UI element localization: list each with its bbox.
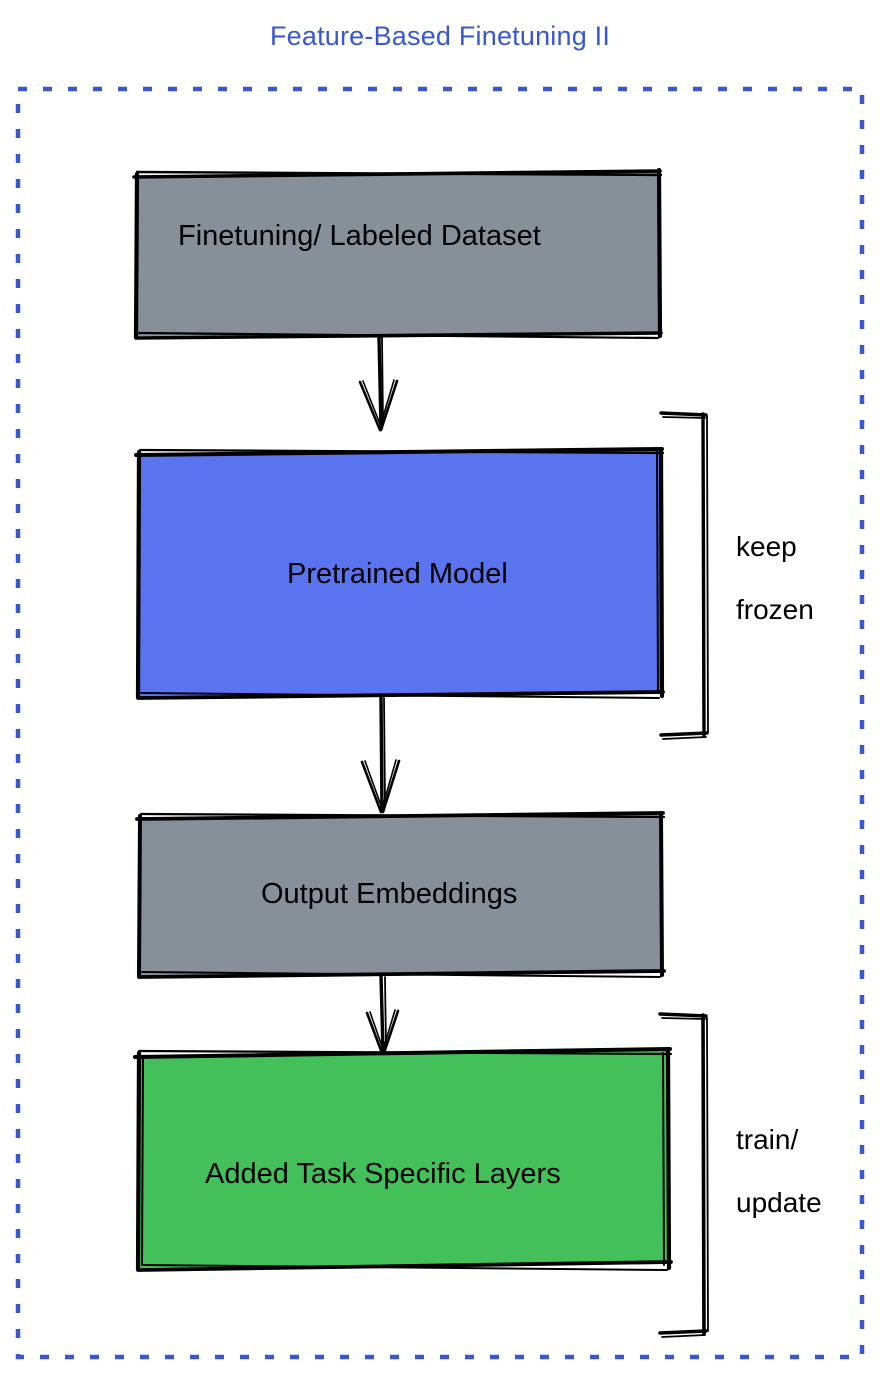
node-label-output-embeddings: Output Embeddings <box>261 878 518 910</box>
bracket-label-keep-frozen-line1: keep <box>736 531 797 563</box>
node-label-pretrained-model: Pretrained Model <box>287 558 508 590</box>
node-finetuning-dataset[interactable] <box>132 167 663 340</box>
bracket-label-train-update: train/ update <box>736 1093 822 1250</box>
edge-model-to-embeddings <box>360 695 401 814</box>
node-label-finetuning-dataset: Finetuning/ Labeled Dataset <box>178 220 541 252</box>
page-title: Feature-Based Finetuning II <box>269 21 611 51</box>
bracket-label-train-update-line1: train/ <box>736 1124 799 1156</box>
edge-dataset-to-model <box>358 335 399 432</box>
bracket-train-update <box>658 1012 709 1338</box>
bracket-label-keep-frozen-line2: frozen <box>736 594 814 626</box>
bracket-keep-frozen <box>659 411 709 740</box>
bracket-label-train-update-line2: update <box>736 1187 822 1219</box>
bracket-label-keep-frozen: keep frozen <box>736 500 814 657</box>
node-label-added-task-specific-layers: Added Task Specific Layers <box>205 1158 561 1190</box>
edge-embeddings-to-layers <box>365 974 400 1055</box>
